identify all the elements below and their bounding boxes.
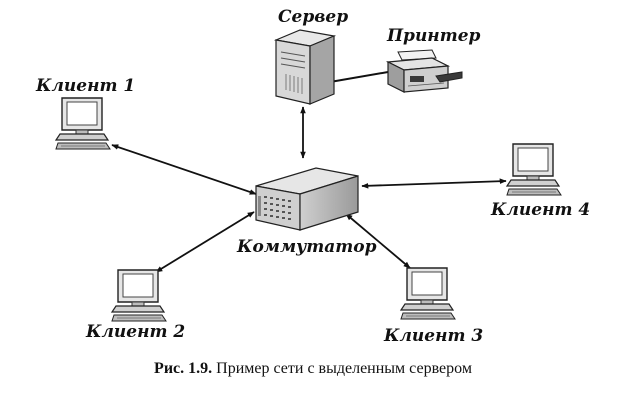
server-label: Сервер — [278, 7, 348, 27]
link-client3-switch — [345, 213, 411, 269]
link-client1-switch — [111, 144, 257, 195]
connection-lines — [111, 71, 507, 273]
link-client4-switch — [361, 178, 507, 189]
caption-figure-number: Рис. 1.9. — [154, 360, 213, 377]
client2-label: Клиент 2 — [85, 322, 185, 342]
client3-label: Клиент 3 — [383, 326, 483, 346]
figure-caption: Рис. 1.9. Пример сети с выделенным серве… — [0, 360, 626, 378]
switch-label: Коммутатор — [236, 237, 377, 257]
link-client2-switch — [155, 211, 255, 273]
printer-icon — [385, 49, 463, 93]
printer-label: Принтер — [386, 26, 481, 46]
client4-computer-icon — [506, 143, 562, 196]
link-server-printer — [329, 71, 389, 83]
client3-computer-icon — [400, 267, 456, 320]
client1-computer-icon — [55, 97, 111, 150]
client1-label: Клиент 1 — [35, 76, 135, 96]
caption-text: Пример сети с выделенным сервером — [216, 360, 472, 377]
client2-computer-icon — [111, 269, 167, 322]
switch-icon — [255, 167, 359, 231]
client4-label: Клиент 4 — [490, 200, 590, 220]
server-icon — [273, 29, 337, 105]
